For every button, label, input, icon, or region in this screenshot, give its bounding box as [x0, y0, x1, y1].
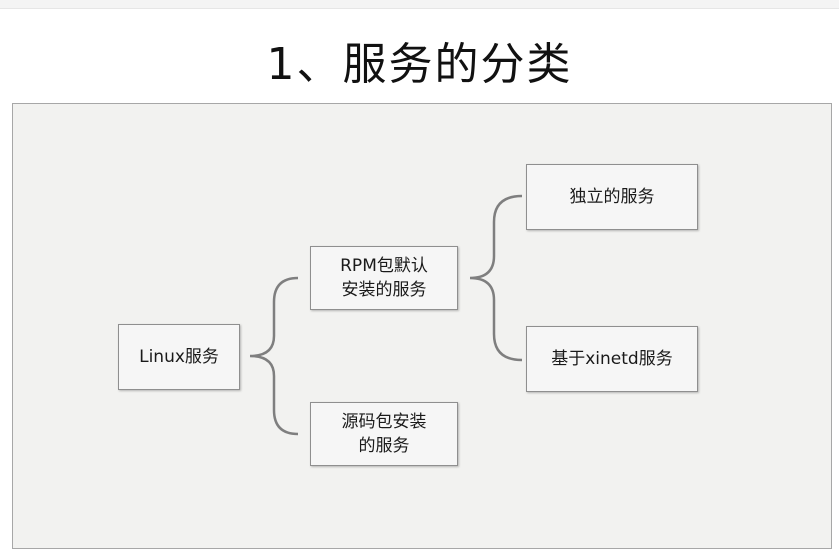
node-rpm-default-services: RPM包默认 安装的服务	[310, 246, 458, 310]
node-label: Linux服务	[139, 347, 219, 367]
node-standalone-services: 独立的服务	[526, 164, 698, 230]
node-label: 源码包安装 的服务	[341, 412, 427, 456]
bracket-root-to-branches	[249, 276, 299, 436]
slide-title: 1、服务的分类	[266, 39, 573, 90]
bracket-rpm-to-children	[469, 194, 523, 362]
node-xinetd-services: 基于xinetd服务	[526, 326, 698, 392]
node-label: 独立的服务	[569, 187, 655, 207]
node-linux-services: Linux服务	[118, 324, 240, 390]
top-strip	[0, 0, 839, 9]
node-label: RPM包默认 安装的服务	[340, 256, 428, 300]
node-label: 基于xinetd服务	[551, 349, 673, 369]
node-source-install-services: 源码包安装 的服务	[310, 402, 458, 466]
